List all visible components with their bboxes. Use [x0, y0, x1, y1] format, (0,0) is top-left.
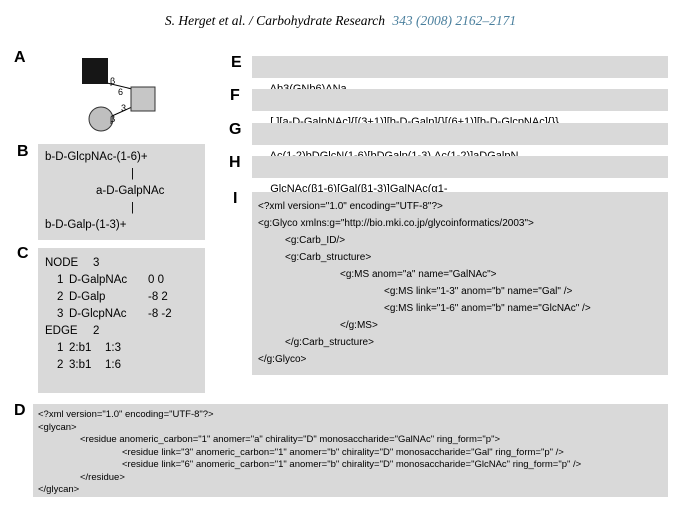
kcf-node-coordinates: -8 2 [148, 291, 168, 303]
kcf-count: 2 [93, 325, 100, 337]
bottom-position-label: 3 [121, 103, 126, 113]
linkage-line-beta3 [111, 106, 133, 117]
iupac-line: b-D-Galp-(1-3)+ [45, 219, 127, 231]
kcf-node-index: 3 [57, 308, 64, 320]
panel-b-iupac-box: b-D-GlcpNAc-(1-6)+ | a-D-GalpNAc | b-D-G… [38, 144, 205, 240]
panel-f-label: F [230, 87, 240, 104]
running-head-citation: 343 (2008) 2162–2171 [392, 13, 517, 28]
panel-f-linucs-bar: [ ][a-D-GalpNAc]{[(3+1)][b-D-Galp]{}[(6+… [252, 89, 668, 128]
panel-i-xml-line: <g:MS anom="a" name="GalNAc"> [340, 269, 497, 280]
panel-a-label: A [14, 49, 26, 66]
kcf-node-row: 3 D-GlcpNAc -8 -2 [38, 306, 205, 323]
panel-i-glycoxml-box: <?xml version="1.0" encoding="UTF-8"?> <… [252, 192, 668, 375]
panel-d-label: D [14, 402, 26, 419]
panel-d-xml-line: <glycan> [38, 421, 77, 433]
kcf-count: 3 [93, 257, 100, 269]
top-anomer-label: β [110, 76, 115, 86]
top-position-label: 6 [118, 87, 123, 97]
panel-d-xml-line: <residue anomeric_carbon="1" anomer="a" … [80, 434, 500, 445]
panel-i-xml-line: </g:MS> [340, 320, 378, 331]
panel-c-label: C [17, 245, 29, 262]
panel-i-xml-line: <g:Carb_structure> [285, 252, 372, 263]
panel-b-label: B [17, 143, 29, 160]
kcf-edge-target: 1:3 [105, 342, 121, 354]
glcnac-filled-square-symbol [82, 58, 108, 84]
kcf-keyword: NODE [45, 257, 79, 269]
kcf-node-name: D-Galp [69, 291, 106, 303]
kcf-edge-header: EDGE 2 [38, 323, 205, 340]
kcf-edge-source: 2:b1 [69, 342, 92, 354]
panel-i-label: I [233, 190, 238, 207]
iupac-line: b-D-GlcpNAc-(1-6)+ [45, 151, 148, 163]
kcf-node-coordinates: -8 -2 [148, 308, 172, 320]
linkage-line-beta6 [106, 82, 133, 90]
kcf-node-index: 2 [57, 291, 64, 303]
kcf-edge-row: 2 3:b1 1:6 [38, 357, 205, 374]
panel-h-iupac-condensed-bar: GlcNAc(β1-6)[Gal(β1-3)]GalNAc(α1- [252, 156, 668, 195]
panel-i-xml-line: <?xml version="1.0" encoding="UTF-8"?> [258, 201, 443, 212]
kcf-node-row: 1 D-GalpNAc 0 0 [38, 272, 205, 289]
panel-d-xml-box: <?xml version="1.0" encoding="UTF-8"?> <… [33, 404, 668, 497]
panel-i-xml-line: <g:Glyco xmlns:g="http://bio.mki.co.jp/g… [258, 218, 534, 229]
panel-e-label: E [231, 54, 242, 71]
kcf-edge-index: 1 [57, 342, 64, 354]
panel-g-label: G [229, 121, 242, 138]
kcf-node-header: NODE 3 [38, 255, 205, 272]
panel-i-xml-line: <g:Carb_ID/> [285, 235, 346, 246]
kcf-edge-index: 2 [57, 359, 64, 371]
gal-circle-symbol [88, 106, 114, 132]
kcf-node-coordinates: 0 0 [148, 274, 164, 286]
kcf-edge-source: 3:b1 [69, 359, 92, 371]
galnac-square-symbol [130, 86, 156, 112]
glycan-symbol-diagram: β 6 3 β [82, 58, 156, 132]
panel-i-xml-line: <g:MS link="1-6" anom="b" name="GlcNAc" … [384, 303, 591, 314]
panel-d-xml-line: </residue> [80, 471, 125, 483]
kcf-edge-target: 1:6 [105, 359, 121, 371]
kcf-node-index: 1 [57, 274, 64, 286]
kcf-node-name: D-GlcpNAc [69, 308, 127, 320]
kcf-edge-row: 1 2:b1 1:3 [38, 340, 205, 357]
panel-i-xml-line: <g:MS link="1-3" anom="b" name="Gal" /> [384, 286, 573, 297]
panel-d-xml-line: <residue link="6" anomeric_carbon="1" an… [122, 459, 582, 470]
kcf-keyword: EDGE [45, 325, 78, 337]
panel-g-bcsdb-bar: Ac(1-2)bDGlcN(1-6)[bDGalp(1-3),Ac(1-2)]a… [252, 123, 668, 162]
running-head: S. Herget et al. / Carbohydrate Research… [0, 13, 681, 29]
bottom-anomer-label: β [110, 114, 115, 124]
panel-i-xml-line: </g:Glyco> [258, 354, 307, 365]
panel-h-label: H [229, 154, 241, 171]
panel-d-xml-line: </glycan> [38, 484, 80, 495]
kcf-node-row: 2 D-Galp -8 2 [38, 289, 205, 306]
running-head-text: S. Herget et al. / Carbohydrate Research [164, 13, 386, 28]
panel-i-xml-line: </g:Carb_structure> [285, 337, 374, 348]
panel-e-linearcode-bar: Ab3(GNb6)ANa [252, 56, 668, 95]
iupac-branch-bar: | [131, 202, 134, 214]
panel-d-xml-line: <residue link="3" anomeric_carbon="1" an… [122, 446, 564, 458]
panel-d-xml-line: <?xml version="1.0" encoding="UTF-8"?> [38, 409, 214, 420]
iupac-line: a-D-GalpNAc [96, 185, 165, 197]
iupac-branch-bar: | [131, 168, 134, 180]
kcf-node-name: D-GalpNAc [69, 274, 128, 286]
